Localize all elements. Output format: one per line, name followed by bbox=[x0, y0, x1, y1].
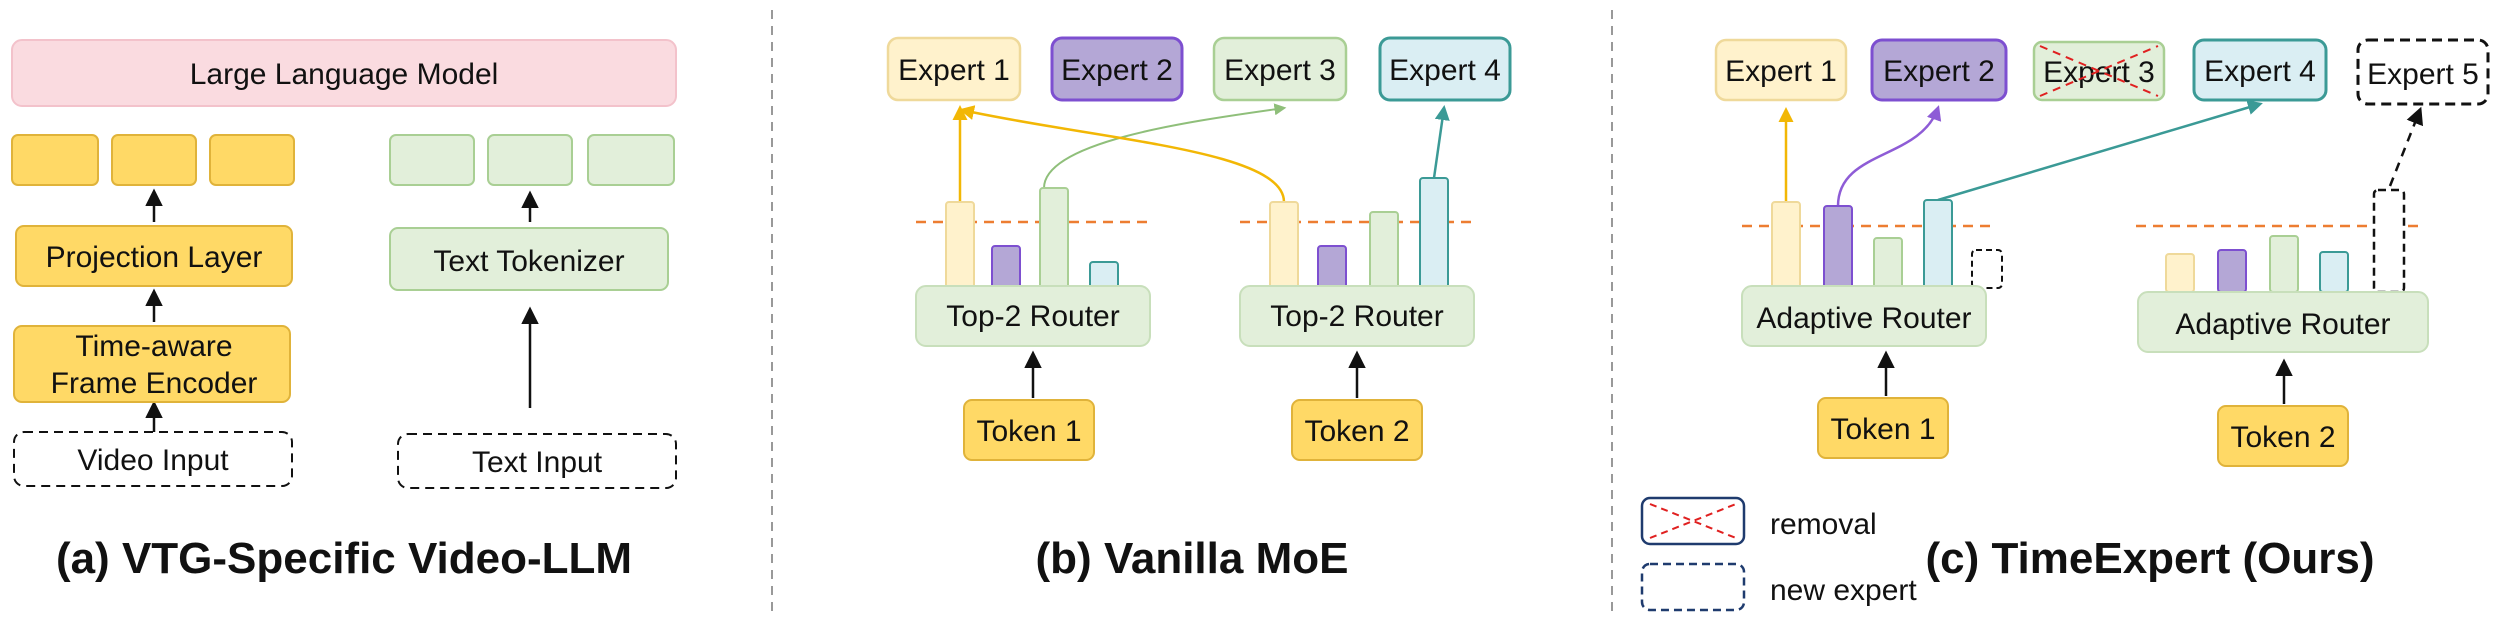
b-token-1-box bbox=[963, 399, 1095, 461]
b-router-2-label: Top-2 Router bbox=[1270, 300, 1443, 333]
c-token-1-label: Token 1 bbox=[1830, 413, 1935, 446]
legend-removal-cross-b bbox=[1649, 503, 1737, 539]
video-token-1 bbox=[11, 134, 99, 186]
text-tokenizer-label: Text Tokenizer bbox=[433, 245, 624, 278]
b-token-2-box bbox=[1291, 399, 1423, 461]
c-route-new-e5 bbox=[2388, 106, 2423, 187]
c1-bar-expert3 bbox=[1873, 237, 1903, 289]
c-router-1 bbox=[1741, 285, 1987, 347]
c-router-2-label: Adaptive Router bbox=[2175, 308, 2390, 341]
b-expert-2-label: Expert 2 bbox=[1061, 54, 1173, 87]
encoder-label-line2: Frame Encoder bbox=[51, 367, 258, 400]
b1-bar-expert2 bbox=[991, 245, 1021, 289]
b-expert-3-label: Expert 3 bbox=[1224, 54, 1336, 87]
c-router-1-label: Adaptive Router bbox=[1756, 302, 1971, 335]
c-token-1-box bbox=[1817, 397, 1949, 459]
b-expert-1-box bbox=[886, 36, 1022, 102]
c-expert-1-label: Expert 1 bbox=[1725, 55, 1837, 88]
projection-label: Projection Layer bbox=[46, 241, 263, 274]
text-token-1 bbox=[389, 134, 475, 186]
c1-bar-expert2 bbox=[1823, 205, 1853, 289]
caption-a: (a) VTG-Specific Video-LLM bbox=[56, 534, 632, 583]
c2-bar-expert1 bbox=[2165, 253, 2195, 293]
text-tokenizer-box bbox=[389, 227, 669, 291]
legend-new-expert-label: new expert bbox=[1770, 574, 1917, 607]
video-token-3 bbox=[209, 134, 295, 186]
c-token-2-label: Token 2 bbox=[2230, 421, 2335, 454]
b2-bar-expert1 bbox=[1269, 201, 1299, 289]
legend: removal new expert bbox=[1640, 496, 1917, 612]
frame-encoder-box bbox=[13, 325, 291, 403]
legend-removal-swatch bbox=[1640, 496, 1746, 546]
b-expert-4-label: Expert 4 bbox=[1389, 54, 1501, 87]
caption-b: (b) Vanilla MoE bbox=[1036, 534, 1349, 583]
c-route-t1-e2 bbox=[1836, 105, 1942, 207]
c-expert-3-label: Expert 3 bbox=[2043, 56, 2155, 89]
c-expert-2-box bbox=[1870, 38, 2008, 102]
text-token-2 bbox=[487, 134, 573, 186]
panel-b: Expert 1 Expert 2 Expert 3 Expert 4 Top-… bbox=[886, 36, 1512, 583]
video-input-box bbox=[13, 431, 293, 487]
panel-a: Large Language Model Projection Layer Ti… bbox=[11, 39, 677, 583]
c2-bar-expert2 bbox=[2217, 249, 2247, 293]
legend-removal-cross-a bbox=[1649, 503, 1737, 539]
b-expert-2-box bbox=[1050, 36, 1184, 102]
caption-c: (c) TimeExpert (Ours) bbox=[1925, 534, 2374, 583]
c-expert-4-box bbox=[2192, 38, 2328, 102]
c-expert-4-label: Expert 4 bbox=[2204, 55, 2316, 88]
c1-bar-expert4 bbox=[1923, 199, 1953, 289]
llm-box bbox=[11, 39, 677, 107]
projection-layer-box bbox=[15, 225, 293, 287]
c-route-t1-e4 bbox=[1937, 100, 2263, 202]
b-expert-1-label: Expert 1 bbox=[898, 54, 1010, 87]
b-route-t2-e4 bbox=[1432, 105, 1450, 179]
b-route-t1-e3 bbox=[1043, 103, 1287, 189]
c2-bar-expert5 bbox=[2372, 188, 2406, 294]
c2-bar-expert3 bbox=[2269, 235, 2299, 293]
c1-bar-expert1 bbox=[1771, 201, 1801, 289]
text-token-3 bbox=[587, 134, 675, 186]
b2-bar-expert2 bbox=[1317, 245, 1347, 289]
text-input-label: Text Input bbox=[472, 446, 603, 479]
b2-bar-expert3 bbox=[1369, 211, 1399, 289]
c1-bar-expert5 bbox=[1971, 249, 2003, 289]
llm-label: Large Language Model bbox=[190, 58, 499, 91]
panel-c: Expert 1 Expert 2 Expert 3 Expert 4 Expe… bbox=[1640, 38, 2490, 612]
c-token-2-box bbox=[2217, 405, 2349, 467]
c-expert-5-label: Expert 5 bbox=[2367, 58, 2479, 91]
b-expert-3-box bbox=[1212, 36, 1348, 102]
video-input-label: Video Input bbox=[77, 444, 229, 477]
b1-bar-expert4 bbox=[1089, 261, 1119, 289]
text-input-box bbox=[397, 433, 677, 489]
legend-removal-label: removal bbox=[1770, 508, 1877, 541]
b2-bar-expert4 bbox=[1419, 177, 1449, 289]
c2-bar-expert4 bbox=[2319, 251, 2349, 293]
b-router-2 bbox=[1239, 285, 1475, 347]
encoder-label-line1: Time-aware bbox=[75, 330, 232, 363]
c-expert-2-label: Expert 2 bbox=[1883, 55, 1995, 88]
b-token-2-label: Token 2 bbox=[1304, 415, 1409, 448]
b1-bar-expert1 bbox=[945, 201, 975, 289]
c-router-2 bbox=[2137, 291, 2429, 353]
b-router-1-label: Top-2 Router bbox=[946, 300, 1119, 333]
b-expert-4-box bbox=[1378, 36, 1512, 102]
b-token-1-label: Token 1 bbox=[976, 415, 1081, 448]
b-route-t2-e1 bbox=[959, 105, 1286, 203]
c-expert-1-box bbox=[1714, 38, 1848, 102]
b-router-1 bbox=[915, 285, 1151, 347]
b1-bar-expert3 bbox=[1039, 187, 1069, 289]
c-expert-3-removal-cross-b bbox=[2039, 45, 2159, 97]
video-token-2 bbox=[111, 134, 197, 186]
c-expert-3-removal-cross-a bbox=[2039, 45, 2159, 97]
legend-new-expert-swatch bbox=[1640, 562, 1746, 612]
c-expert-5-box bbox=[2356, 38, 2490, 106]
